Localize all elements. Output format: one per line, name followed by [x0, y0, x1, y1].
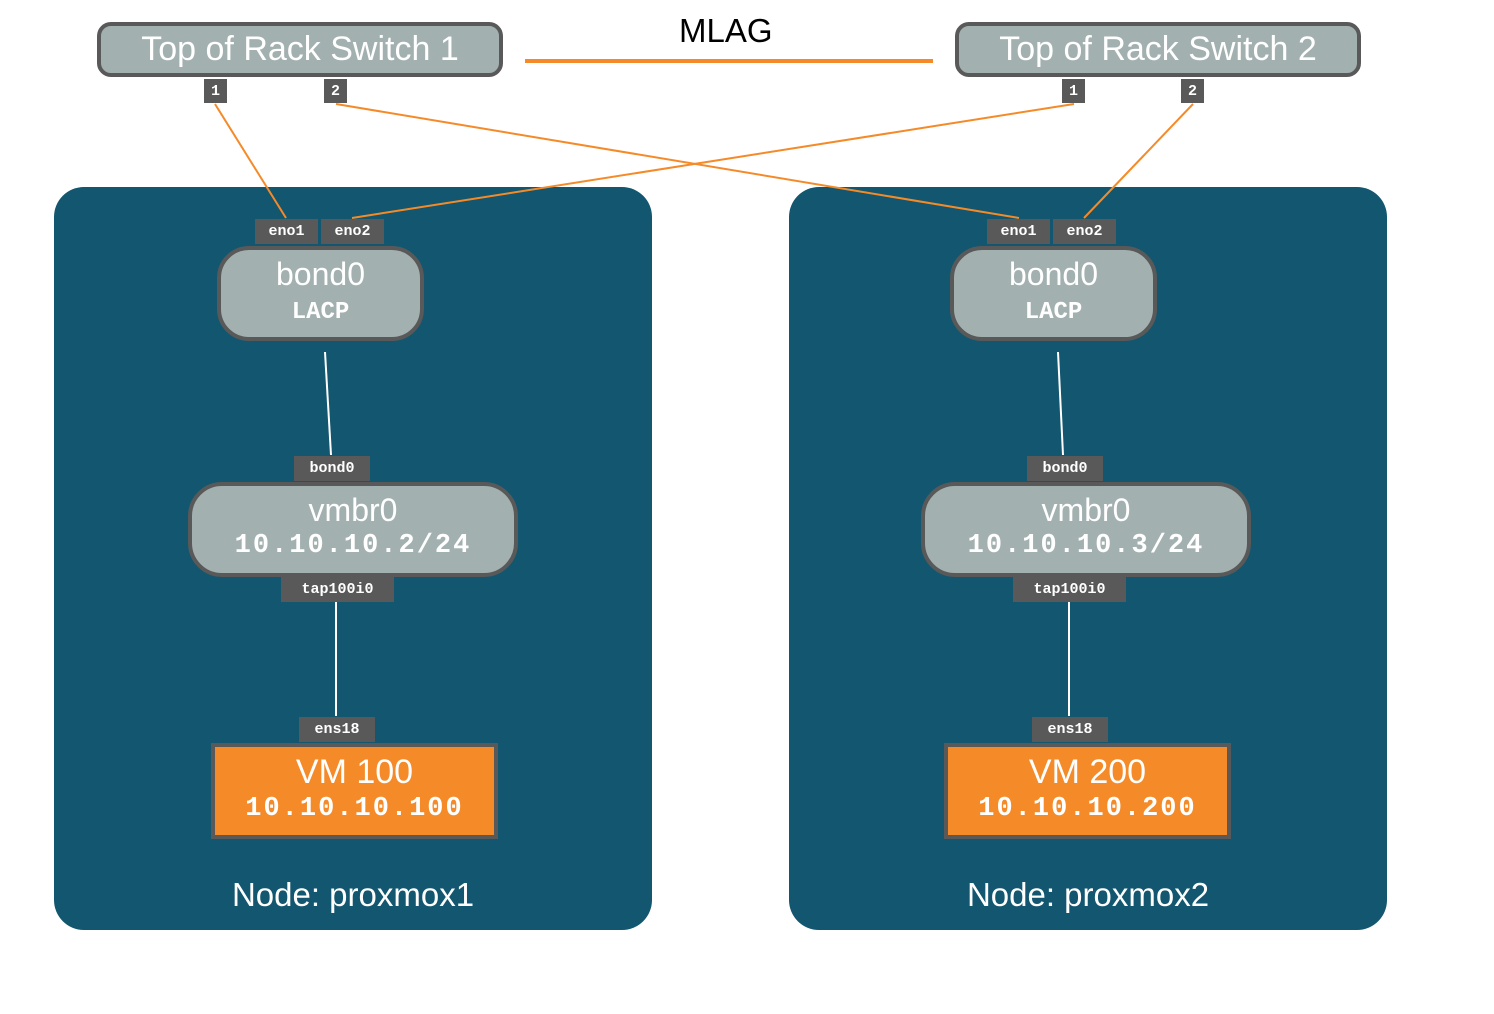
tor-switch-2-port-1[interactable]: 1 — [1062, 79, 1085, 103]
proxmox1-bond0[interactable]: bond0 LACP — [217, 246, 424, 341]
proxmox2-vmbr0-name: vmbr0 — [1041, 492, 1131, 528]
vm-200-name: VM 200 — [1028, 753, 1147, 791]
node-label-proxmox2: Node: proxmox2 — [966, 876, 1210, 913]
tor-switch-2[interactable]: Top of Rack Switch 2 — [955, 22, 1361, 77]
tor-switch-2-port-2[interactable]: 2 — [1181, 79, 1204, 103]
tor-switch-1-port-1[interactable]: 1 — [204, 79, 227, 103]
proxmox2-bond0-name: bond0 — [1009, 256, 1098, 292]
proxmox1-vm-ens18-port[interactable]: ens18 — [299, 717, 375, 742]
proxmox2-vmbr0-ip: 10.10.10.3/24 — [967, 531, 1205, 561]
proxmox1-vmbr0-ip: 10.10.10.2/24 — [234, 531, 472, 561]
proxmox1-vmbr0-tap-port[interactable]: tap100i0 — [281, 577, 394, 602]
uplink-sw1p2-proxmox2-eno1 — [335, 103, 1020, 219]
proxmox1-bond0-name: bond0 — [276, 256, 365, 292]
mlag-label: MLAG — [679, 12, 773, 49]
vm-100[interactable]: VM 100 10.10.10.100 — [211, 743, 498, 839]
uplink-sw2p1-proxmox1-eno2 — [351, 103, 1075, 219]
proxmox1-vmbr0-bond0-port[interactable]: bond0 — [294, 456, 370, 481]
uplink-sw2p2-proxmox2-eno2 — [1083, 103, 1194, 219]
node-label-proxmox1: Node: proxmox1 — [231, 876, 475, 913]
proxmox2-eno1-port[interactable]: eno1 — [987, 219, 1050, 244]
proxmox2-bond0[interactable]: bond0 LACP — [950, 246, 1157, 341]
uplink-sw1p1-proxmox1-eno1 — [214, 103, 287, 219]
proxmox2-bond0-mode: LACP — [1024, 299, 1083, 326]
link-bond0-vmbr0-proxmox1 — [324, 351, 332, 456]
proxmox2-vm-ens18-port[interactable]: ens18 — [1032, 717, 1108, 742]
proxmox1-vmbr0-name: vmbr0 — [308, 492, 398, 528]
tor-switch-2-label: Top of Rack Switch 2 — [999, 30, 1317, 68]
proxmox2-vmbr0-bond0-port[interactable]: bond0 — [1027, 456, 1103, 481]
proxmox2-vmbr0[interactable]: vmbr0 10.10.10.3/24 — [921, 482, 1251, 577]
proxmox2-vmbr0-tap-port[interactable]: tap100i0 — [1013, 577, 1126, 602]
tor-switch-1[interactable]: Top of Rack Switch 1 — [97, 22, 503, 77]
proxmox2-eno2-port[interactable]: eno2 — [1053, 219, 1116, 244]
link-bond0-vmbr0-proxmox2 — [1057, 351, 1064, 456]
vm-100-ip: 10.10.10.100 — [245, 794, 464, 824]
proxmox1-eno2-port[interactable]: eno2 — [321, 219, 384, 244]
proxmox1-bond0-mode: LACP — [291, 299, 350, 326]
proxmox1-vmbr0[interactable]: vmbr0 10.10.10.2/24 — [188, 482, 518, 577]
tor-switch-1-label: Top of Rack Switch 1 — [141, 30, 459, 68]
vm-200-ip: 10.10.10.200 — [978, 794, 1197, 824]
tor-switch-1-port-2[interactable]: 2 — [324, 79, 347, 103]
vm-100-name: VM 100 — [295, 753, 414, 791]
proxmox1-eno1-port[interactable]: eno1 — [255, 219, 318, 244]
vm-200[interactable]: VM 200 10.10.10.200 — [944, 743, 1231, 839]
